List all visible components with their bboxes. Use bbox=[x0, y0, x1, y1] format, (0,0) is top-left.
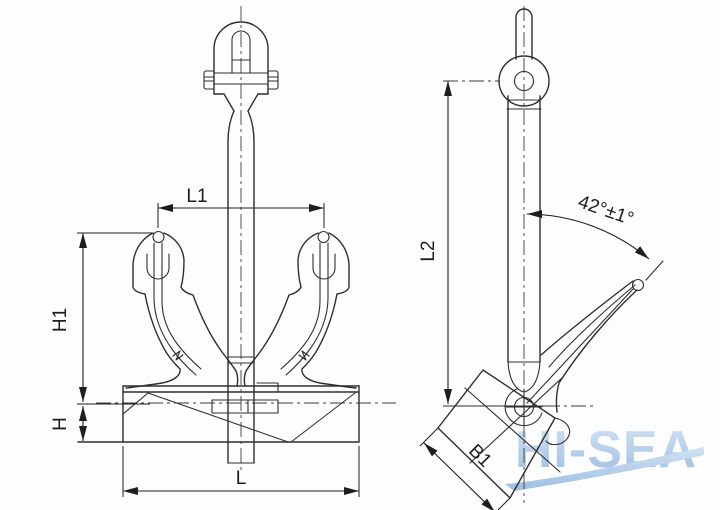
crown-block bbox=[77, 382, 360, 443]
fluke-side-upper-edge bbox=[540, 280, 634, 356]
dimension-h1: H1 bbox=[50, 232, 152, 405]
crown-pin-housing bbox=[211, 399, 279, 414]
shackle-jaw bbox=[213, 93, 269, 112]
fluke-side-mid-line bbox=[548, 284, 636, 368]
shank-collar-lines bbox=[227, 356, 255, 364]
b1-dimension-line bbox=[423, 442, 495, 510]
fluke-left bbox=[125, 230, 239, 389]
shackle-side-bar bbox=[515, 8, 533, 60]
dimension-l2: L2 bbox=[418, 81, 452, 404]
fluke-blade-line-1 bbox=[153, 242, 197, 376]
fluke-break-squiggle bbox=[172, 350, 184, 361]
fluke-palm-curl bbox=[545, 417, 571, 446]
fluke-side-tip bbox=[631, 278, 645, 292]
b1-label: B1 bbox=[464, 440, 495, 471]
shank-head-boss bbox=[498, 55, 550, 107]
shackle-pin-lug-left bbox=[203, 70, 215, 90]
fluke-inner-edge bbox=[163, 232, 239, 387]
dimension-l: L bbox=[122, 446, 360, 497]
fluke-side bbox=[526, 260, 664, 446]
h-label: H bbox=[50, 417, 71, 431]
l1-label: L1 bbox=[186, 186, 207, 207]
shackle-side bbox=[498, 8, 550, 110]
shackle-pin-lines bbox=[213, 72, 269, 85]
shank-right-edge bbox=[247, 110, 255, 464]
dimension-l1: L1 bbox=[157, 186, 325, 228]
fluke-outer-edge bbox=[125, 232, 181, 389]
crown-step bbox=[256, 382, 279, 393]
h1-extension-lines bbox=[77, 232, 152, 405]
l2-label: L2 bbox=[418, 240, 439, 261]
b1-extension-lines bbox=[419, 427, 511, 510]
crown-pin-boss-arc bbox=[504, 388, 543, 427]
side-centerlines bbox=[443, 6, 594, 503]
angle-arc bbox=[526, 210, 650, 260]
angle-label: 42°±1° bbox=[575, 192, 636, 231]
front-view: L1 H1 H L bbox=[50, 6, 396, 497]
fluke-blade-line-2 bbox=[161, 242, 202, 370]
fluke-arch-slot bbox=[146, 253, 170, 280]
dimension-b1: B1 bbox=[419, 427, 511, 510]
dimension-h: H bbox=[50, 406, 87, 441]
fluke-side-lower-edge bbox=[555, 289, 638, 413]
shank-left-edge bbox=[227, 110, 235, 464]
front-dimensions: L1 H1 H L bbox=[50, 186, 360, 497]
dimension-angle: 42°±1° bbox=[526, 192, 650, 260]
crown-top-edges bbox=[122, 385, 360, 393]
fluke-right bbox=[243, 230, 357, 389]
shank-head-hole bbox=[513, 70, 535, 92]
shackle-pin-lug-right bbox=[267, 70, 279, 90]
fluke-axis-line bbox=[526, 260, 664, 404]
shackle-bow-inner bbox=[231, 30, 251, 61]
shank-head-lines bbox=[506, 99, 542, 110]
hisea-watermark: HI-SEA bbox=[505, 421, 704, 491]
shackle-bow-outer bbox=[213, 21, 269, 95]
shackle bbox=[203, 21, 279, 112]
crown-pin-crosshair bbox=[505, 388, 543, 427]
watermark-swoosh bbox=[505, 447, 704, 491]
shackle-pin-end-ticks bbox=[203, 76, 279, 82]
l-label: L bbox=[236, 468, 247, 489]
fluke-bill-tip bbox=[152, 230, 165, 244]
shank-front bbox=[227, 110, 255, 464]
h1-label: H1 bbox=[50, 308, 71, 332]
